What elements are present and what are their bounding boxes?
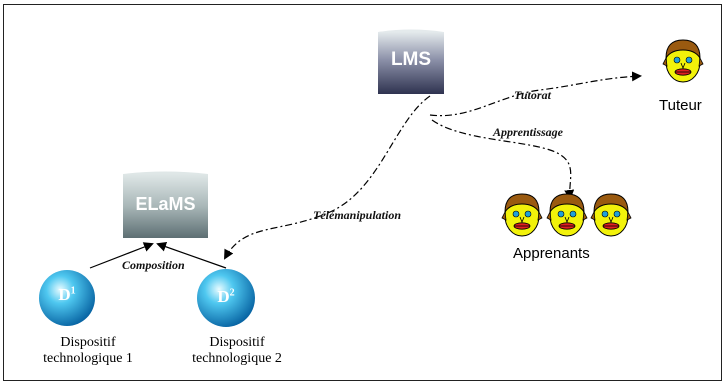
telemanipulation-label: Télémanipulation (313, 208, 402, 222)
device-2-symbol: D2 (204, 287, 248, 307)
lms-node (378, 29, 444, 94)
learner-face-icon-2 (546, 193, 588, 237)
elams-label: ELaMS (135, 194, 196, 214)
elams-node (123, 171, 208, 238)
learner-face-icon-1 (501, 193, 543, 237)
lms-label: LMS (390, 49, 432, 70)
device-1-label: Dispositif technologique 1 (18, 335, 158, 367)
device-1-line2: technologique 1 (43, 351, 133, 366)
device-1-base: D (58, 285, 71, 304)
device-1-line1: Dispositif (60, 335, 116, 350)
device-1-sup: 1 (70, 285, 76, 297)
device-2-line1: Dispositif (209, 335, 265, 350)
tutor-face-icon (662, 39, 704, 83)
edge-learning (431, 119, 575, 200)
tutor-label: Tuteur (659, 97, 702, 114)
device-2-label: Dispositif technologique 2 (172, 335, 302, 367)
edge-composition-1 (89, 242, 154, 269)
edge-telemanipulation (224, 95, 431, 260)
composition-label: Composition (122, 258, 185, 272)
learning-label: Apprentissage (493, 125, 564, 139)
edge-composition-2 (156, 241, 227, 269)
tutoring-label: Tutorat (514, 88, 551, 102)
device-2-sphere (197, 269, 255, 327)
device-1-sphere (39, 270, 95, 326)
device-2-sup: 2 (229, 287, 235, 299)
device-2-base: D (217, 287, 230, 306)
edge-tutoring (429, 71, 642, 117)
learner-face-icon-3 (590, 193, 632, 237)
learners-label: Apprenants (513, 245, 590, 262)
device-1-symbol: D1 (45, 285, 89, 305)
device-2-line2: technologique 2 (192, 351, 282, 366)
diagram-frame (3, 4, 722, 381)
